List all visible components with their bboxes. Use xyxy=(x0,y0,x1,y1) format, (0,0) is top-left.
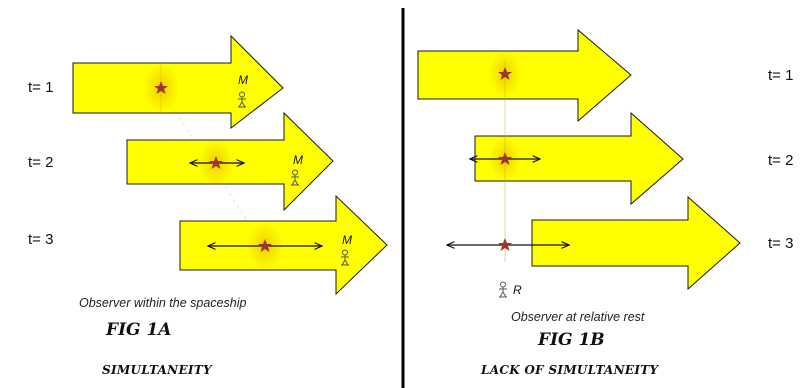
person-icon xyxy=(499,281,507,298)
spaceship-arrow-t1 xyxy=(72,34,284,130)
fig-title-1b: FIG 1B xyxy=(537,330,605,350)
light-source-star-t1 xyxy=(154,81,168,94)
light-source-star-t3 xyxy=(498,238,512,251)
time-label-t2: t= 2 xyxy=(768,152,793,169)
person-icon xyxy=(291,169,299,186)
observer-caption-1b: Observer at relative rest xyxy=(511,310,645,324)
observer-m-t1: M xyxy=(238,73,248,108)
spaceship-arrow-t3 xyxy=(531,195,741,291)
observer-caption-1a: Observer within the spaceship xyxy=(79,296,246,310)
light-source-star-t2 xyxy=(498,152,512,165)
light-source-star-t2 xyxy=(209,156,223,169)
time-label-t2: t= 2 xyxy=(28,154,53,171)
fig-1b-panel: t= 1 t= 2 t= 3 R Observer at relative re… xyxy=(417,28,793,377)
time-label-t1: t= 1 xyxy=(28,79,53,96)
spaceship-arrow-t1 xyxy=(417,28,632,123)
time-label-t3: t= 3 xyxy=(28,231,53,248)
time-label-t1: t= 1 xyxy=(768,67,793,84)
observer-label: M xyxy=(342,233,352,247)
light-source-star-t1 xyxy=(498,67,512,80)
fig-1a-panel: t= 1 t= 2 t= 3 M M M Observer within the… xyxy=(28,34,388,377)
caption-simultaneity: SIMULTANEITY xyxy=(102,363,213,377)
light-source-star-t3 xyxy=(258,239,272,252)
person-icon xyxy=(238,91,246,108)
person-icon xyxy=(341,249,349,266)
observer-m-t3: M xyxy=(341,233,352,266)
observer-r: R xyxy=(499,281,522,298)
time-label-t3: t= 3 xyxy=(768,235,793,252)
observer-label: M xyxy=(238,73,248,87)
observer-label: R xyxy=(513,283,522,297)
fig-title-1a: FIG 1A xyxy=(105,320,171,340)
observer-m-t2: M xyxy=(291,153,303,186)
observer-label: M xyxy=(293,153,303,167)
caption-lack-of-simultaneity: LACK OF SIMULTANEITY xyxy=(480,363,659,377)
